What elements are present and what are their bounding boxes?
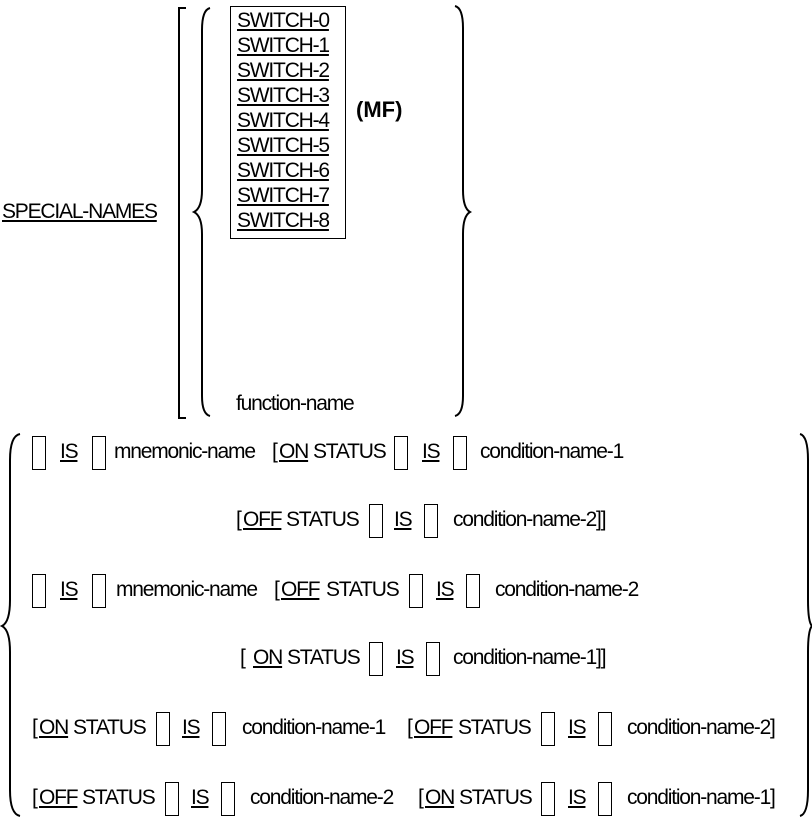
bracket-open: [ bbox=[32, 786, 38, 809]
status-keyword: STATUS bbox=[82, 786, 156, 809]
status-keyword: STATUS bbox=[459, 786, 533, 809]
bracket-open: [ bbox=[407, 716, 413, 739]
optional-box bbox=[32, 574, 46, 608]
optional-box bbox=[598, 782, 612, 816]
switch-6: SWITCH-6 bbox=[237, 159, 330, 182]
left-curly-brace bbox=[191, 7, 211, 417]
switch-5: SWITCH-5 bbox=[237, 134, 330, 157]
is-keyword: IS bbox=[396, 646, 415, 669]
optional-box bbox=[92, 436, 106, 470]
optional-box bbox=[541, 782, 555, 816]
optional-box bbox=[426, 642, 440, 676]
optional-box bbox=[156, 712, 170, 746]
optional-box bbox=[92, 574, 106, 608]
optional-box bbox=[598, 712, 612, 746]
off-keyword: OFF bbox=[414, 716, 454, 739]
bracket-open: [ bbox=[272, 440, 278, 463]
on-keyword: ON bbox=[425, 786, 455, 809]
bracket-open: [ bbox=[240, 646, 246, 669]
optional-box bbox=[394, 436, 408, 470]
is-keyword: IS bbox=[191, 786, 210, 809]
off-keyword: OFF bbox=[281, 578, 321, 601]
condition-name: condition-name-1]] bbox=[453, 646, 607, 669]
is-keyword: IS bbox=[568, 786, 587, 809]
optional-box bbox=[369, 504, 383, 538]
off-keyword: OFF bbox=[243, 508, 283, 531]
switch-0: SWITCH-0 bbox=[237, 9, 330, 32]
optional-box bbox=[212, 712, 226, 746]
mnemonic-name: mnemonic-name bbox=[114, 440, 256, 463]
mf-label: (MF) bbox=[356, 97, 403, 122]
optional-box bbox=[453, 436, 467, 470]
bracket-open: [ bbox=[32, 716, 38, 739]
is-keyword: IS bbox=[182, 716, 201, 739]
optional-box bbox=[541, 712, 555, 746]
condition-name: condition-name-1 bbox=[242, 716, 386, 739]
mnemonic-name: mnemonic-name bbox=[116, 578, 258, 601]
on-keyword: ON bbox=[39, 716, 69, 739]
status-keyword: STATUS bbox=[326, 578, 400, 601]
switch-7: SWITCH-7 bbox=[237, 184, 330, 207]
special-names-keyword: SPECIAL-NAMES bbox=[2, 200, 158, 223]
switch-4: SWITCH-4 bbox=[237, 109, 330, 132]
optional-box bbox=[165, 782, 179, 816]
optional-box bbox=[424, 504, 438, 538]
is-keyword: IS bbox=[568, 716, 587, 739]
right-curly-brace bbox=[454, 5, 473, 417]
optional-box bbox=[369, 642, 383, 676]
switch-2: SWITCH-2 bbox=[237, 59, 330, 82]
optional-box bbox=[466, 574, 480, 608]
condition-name: condition-name-1] bbox=[627, 786, 776, 809]
is-keyword: IS bbox=[436, 578, 455, 601]
off-keyword: OFF bbox=[39, 786, 79, 809]
status-keyword: STATUS bbox=[287, 646, 361, 669]
condition-name: condition-name-1 bbox=[480, 440, 624, 463]
switch-8: SWITCH-8 bbox=[237, 209, 330, 232]
switch-1: SWITCH-1 bbox=[237, 34, 330, 57]
switch-box: SWITCH-0 SWITCH-1 SWITCH-2 SWITCH-3 SWIT… bbox=[230, 6, 346, 239]
condition-name: condition-name-2]] bbox=[453, 508, 607, 531]
switch-3: SWITCH-3 bbox=[237, 84, 330, 107]
condition-name: condition-name-2 bbox=[495, 578, 639, 601]
condition-name: condition-name-2] bbox=[627, 716, 776, 739]
condition-name: condition-name-2 bbox=[250, 786, 394, 809]
status-keyword: STATUS bbox=[458, 716, 532, 739]
function-name: function-name bbox=[236, 392, 355, 415]
status-keyword: STATUS bbox=[73, 716, 147, 739]
on-keyword: ON bbox=[253, 646, 283, 669]
is-keyword: IS bbox=[60, 578, 79, 601]
status-keyword: STATUS bbox=[286, 508, 360, 531]
optional-box bbox=[221, 782, 235, 816]
bracket-open: [ bbox=[274, 578, 280, 601]
is-keyword: IS bbox=[60, 440, 79, 463]
left-square-bracket bbox=[178, 7, 186, 419]
bracket-open: [ bbox=[236, 508, 242, 531]
on-keyword: ON bbox=[279, 440, 309, 463]
bottom-left-curly-brace bbox=[0, 433, 21, 817]
is-keyword: IS bbox=[422, 440, 441, 463]
is-keyword: IS bbox=[394, 508, 413, 531]
optional-box bbox=[409, 574, 423, 608]
status-keyword: STATUS bbox=[313, 440, 387, 463]
bracket-open: [ bbox=[418, 786, 424, 809]
optional-box bbox=[32, 436, 46, 470]
bottom-right-curly-brace bbox=[799, 433, 812, 817]
